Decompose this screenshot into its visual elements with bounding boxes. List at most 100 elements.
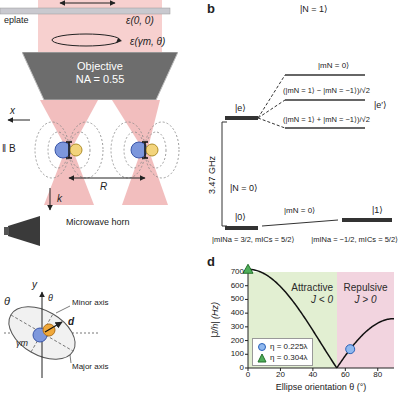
- state-label: |1⟩: [372, 206, 383, 216]
- state-label: |e′⟩: [374, 101, 387, 111]
- node-text: J > 0: [337, 294, 394, 306]
- waveplate: [0, 3, 170, 14]
- dipole-field: [69, 122, 103, 178]
- energy-level: [285, 99, 365, 101]
- molecule: [66, 141, 72, 143]
- angle-label: γm: [16, 339, 28, 349]
- energy-level: [262, 220, 338, 226]
- ellipse-geometry: [56, 306, 70, 313]
- tick-label: 0: [240, 364, 244, 373]
- energy-level: [225, 226, 258, 230]
- axis-title: Ellipse orientation θ (°): [276, 383, 367, 393]
- legend-sample: [259, 343, 266, 350]
- state-label: |e⟩: [235, 104, 246, 114]
- energy-level: [342, 218, 392, 222]
- tick-label: 700: [231, 268, 244, 277]
- legend-text: η = 0.304λ: [270, 353, 308, 362]
- data-point: [243, 264, 253, 273]
- dipole-label: d: [68, 316, 74, 327]
- tick-label: 300: [231, 322, 244, 331]
- molecule: [66, 142, 148, 158]
- tick-label: 200: [231, 336, 244, 345]
- state-label: |0⟩: [235, 213, 246, 223]
- chart-axis: [245, 285, 248, 286]
- microwave-horn: [4, 227, 9, 235]
- tweezer-beam: [112, 100, 168, 205]
- ellipse-geometry: [45, 322, 62, 332]
- coupling-curve: [248, 269, 394, 367]
- axis-arrow: [8, 120, 145, 210]
- legend-sample: [257, 342, 267, 352]
- molecule: [70, 144, 82, 156]
- molecule: [144, 142, 146, 158]
- axis-label: y: [32, 279, 37, 290]
- tick-label: 0: [246, 371, 250, 380]
- axis-arrow: [8, 120, 30, 121]
- chart-axis: [245, 354, 248, 355]
- lens-outline: [22, 52, 178, 100]
- molecule: [142, 157, 148, 159]
- state-label: |mN = 0⟩: [318, 62, 349, 71]
- energy-level: [285, 74, 365, 76]
- molecule: [142, 141, 148, 143]
- legend-text: η = 0.225λ: [270, 342, 308, 351]
- device-label: Microwave horn: [66, 218, 130, 228]
- chart-axis: [245, 299, 248, 300]
- polarization-label: ε(γm, θ): [130, 36, 165, 47]
- dipole-field: [70, 132, 90, 168]
- objective-lens: ObjectiveNA = 0.55: [22, 52, 178, 100]
- part-label: eplate: [4, 16, 29, 26]
- wavevector-label: k: [57, 193, 62, 204]
- chart-axis: [245, 326, 248, 327]
- state-label: |mINa = −1/2, mICs = 5/2⟩: [311, 236, 398, 244]
- axis-arrow: [50, 188, 51, 210]
- tick-label: 400: [231, 309, 244, 318]
- axis-arrow: [69, 178, 145, 179]
- tick-label: 80: [373, 371, 382, 380]
- tweezer-beam: [40, 100, 98, 205]
- axis-name: Major axis: [72, 363, 108, 372]
- distance-label: R: [100, 181, 107, 192]
- polarization-ellipse: [52, 34, 120, 46]
- node-text: Objective: [22, 60, 178, 73]
- legend-entry: η = 0.304λ: [257, 352, 308, 363]
- tick-label: 40: [308, 371, 317, 380]
- legend-entry: η = 0.225λ: [257, 341, 308, 352]
- data-point: [346, 345, 355, 354]
- node-text: J < 0: [248, 294, 333, 306]
- ellipse-geometry: [70, 355, 71, 363]
- energy-level: [222, 122, 227, 226]
- molecule: [66, 157, 72, 159]
- legend-sample: [257, 353, 267, 363]
- axis-title: |J/h| (Hz): [211, 302, 221, 338]
- legend-box: η = 0.225λ η = 0.304λ: [252, 338, 313, 366]
- energy-level: [258, 118, 285, 128]
- molecule: [146, 144, 158, 156]
- state-label: |N = 1⟩: [300, 5, 328, 15]
- molecule: [131, 142, 147, 158]
- angle-label: θ: [4, 295, 10, 307]
- field-label: ‖ B: [2, 143, 16, 154]
- tick-label: 20: [276, 371, 285, 380]
- energy-level: [225, 116, 258, 120]
- axis-name: Minor axis: [72, 299, 108, 308]
- state-label: (|mN = 1⟩ − |mN = −1⟩)/√2: [283, 87, 370, 95]
- chart-axis: [248, 272, 249, 368]
- legend-sample: [258, 354, 266, 362]
- polarization-ellipse: [52, 34, 122, 46]
- chart-axis: [245, 340, 248, 341]
- tick-label: 500: [231, 295, 244, 304]
- chart-axis: [245, 272, 394, 371]
- state-label: (|mN = 1⟩ + |mN = −1⟩)/√2: [283, 116, 370, 124]
- energy-level: [222, 75, 392, 228]
- node-text: NA = 0.55: [22, 73, 178, 86]
- state-label: |mN = 0⟩: [284, 207, 315, 216]
- polarization-label: ε(0, 0): [126, 15, 154, 26]
- node-text: Attractive: [248, 282, 333, 294]
- frequency-label: 3.47 GHz: [208, 156, 218, 194]
- tick-label: 600: [231, 281, 244, 290]
- tick-label: 100: [231, 350, 244, 359]
- dipole-field: [146, 132, 166, 168]
